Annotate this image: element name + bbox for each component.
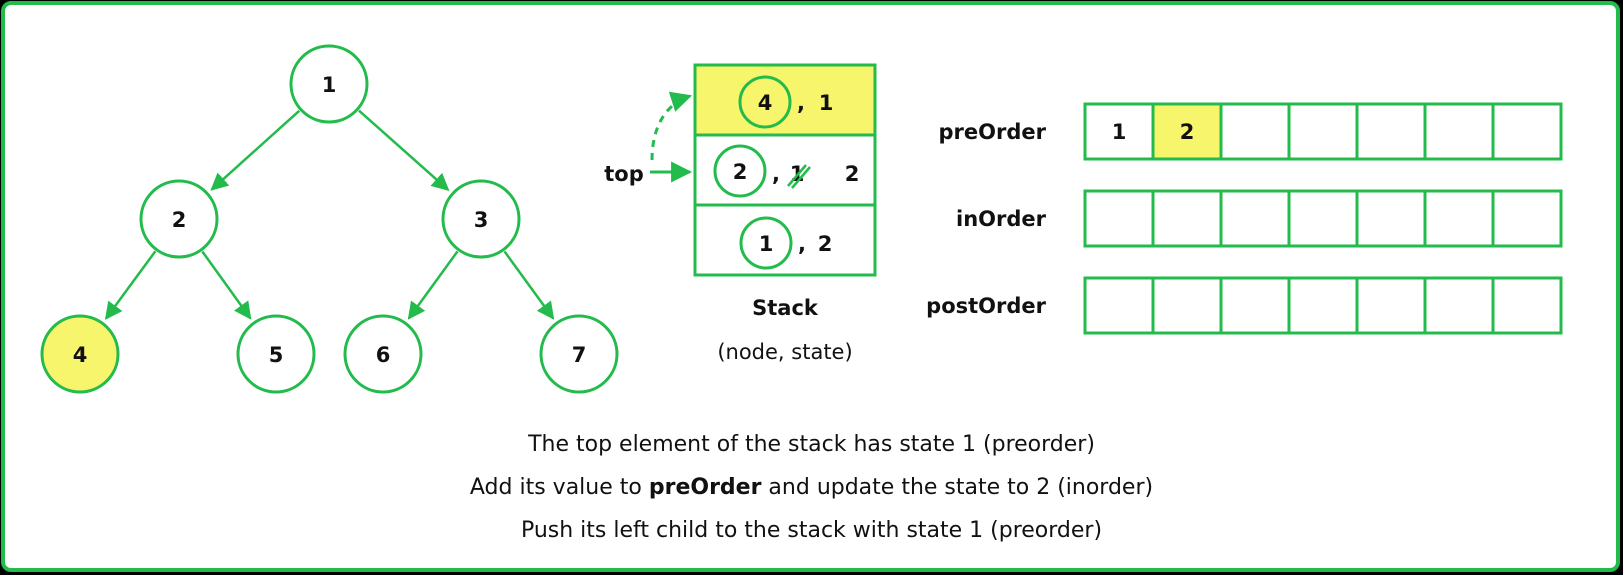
postOrder-cell-2 — [1219, 276, 1291, 335]
tree-node-4: 4 — [40, 314, 120, 394]
inOrder-cell-2 — [1219, 189, 1291, 248]
postOrder-cell-4 — [1355, 276, 1427, 335]
postOrder-row: postOrder — [926, 276, 1563, 335]
preOrder-label: preOrder — [939, 120, 1047, 144]
stack-entry-2-separator: , — [798, 232, 806, 256]
stack-entry-1 — [693, 133, 877, 207]
inOrder-label: inOrder — [956, 207, 1047, 231]
tree-node-circle — [289, 44, 369, 124]
tree-node-label: 1 — [322, 73, 337, 97]
tree-node-3: 3 — [441, 179, 521, 259]
stack-title: Stack — [752, 296, 819, 320]
tree-node-circle — [539, 314, 619, 394]
tree-node-label: 7 — [572, 343, 587, 367]
postOrder-cell-5 — [1423, 276, 1495, 335]
caption-line-2-bold: preOrder — [648, 475, 762, 500]
preOrder-cell-value: 1 — [1112, 120, 1127, 144]
push-arrow-icon — [650, 91, 692, 161]
tree-edge — [503, 250, 555, 320]
stack-entry-1-state: 2 — [845, 162, 860, 186]
tree-edge — [201, 250, 252, 320]
preOrder-cell-0 — [1083, 102, 1155, 161]
stack-entry-2-node-circle — [739, 216, 793, 270]
preOrder-cell-5 — [1423, 102, 1495, 161]
stack-entry-0-state: 1 — [819, 91, 834, 115]
stack-entry-0-separator: , — [797, 91, 805, 115]
tree-nodes: 1 2 3 4 5 6 7 — [40, 44, 619, 394]
tree-node-label: 2 — [172, 208, 187, 232]
preOrder-cell-1 — [1151, 102, 1223, 161]
tree-edge — [407, 250, 459, 320]
stack: 4 , 1 2 , 1 2 1 , 2 top Stack (node, sta… — [604, 63, 877, 364]
postOrder-cell-6 — [1491, 276, 1563, 335]
stack-entry-2-node: 1 — [759, 232, 774, 256]
inOrder-cell-0 — [1083, 189, 1155, 248]
tree-edge — [104, 250, 157, 320]
preOrder-cell-3 — [1287, 102, 1359, 161]
inOrder-cell-6 — [1491, 189, 1563, 248]
tree-node-circle — [441, 179, 521, 259]
stack-top-label: top — [604, 162, 644, 186]
inOrder-cell-1 — [1151, 189, 1223, 248]
inOrder-row: inOrder — [956, 189, 1563, 248]
tree-node-label: 5 — [269, 343, 284, 367]
tree-node-label: 6 — [376, 343, 391, 367]
postOrder-cell-1 — [1151, 276, 1223, 335]
stack-entry-1-separator: , — [772, 162, 780, 186]
tree-node-circle — [40, 314, 120, 394]
stack-entry-1-node-circle — [713, 144, 767, 198]
tree-edges — [104, 109, 555, 320]
tree-node-label: 4 — [73, 343, 88, 367]
stack-entry-0 — [693, 63, 877, 137]
inOrder-cell-3 — [1287, 189, 1359, 248]
preOrder-cell-6 — [1491, 102, 1563, 161]
traversal-arrays: preOrder 1 2 inOrder postOrder — [926, 102, 1563, 335]
tree-node-6: 6 — [343, 314, 423, 394]
preOrder-row: preOrder 1 2 — [939, 102, 1563, 161]
inOrder-cell-5 — [1423, 189, 1495, 248]
caption-line-2-after: and update the state to 2 (inorder) — [761, 475, 1154, 500]
caption: The top element of the stack has state 1… — [0, 423, 1623, 552]
tree-node-circle — [139, 179, 219, 259]
postOrder-label: postOrder — [926, 294, 1046, 318]
tree-node-7: 7 — [539, 314, 619, 394]
postOrder-cell-0 — [1083, 276, 1155, 335]
stack-subtitle: (node, state) — [717, 340, 852, 364]
stack-entry-0-node: 4 — [758, 91, 773, 115]
stack-entry-2-state: 2 — [818, 232, 833, 256]
tree-node-1: 1 — [289, 44, 369, 124]
preOrder-cell-2 — [1219, 102, 1291, 161]
preOrder-cell-value: 2 — [1180, 120, 1195, 144]
postOrder-cell-3 — [1287, 276, 1359, 335]
caption-line-2-before: Add its value to — [469, 475, 649, 500]
tree-node-label: 3 — [474, 208, 489, 232]
tree-node-circle — [236, 314, 316, 394]
strike-mark-icon — [787, 164, 811, 189]
tree-node-circle — [343, 314, 423, 394]
tree-node-2: 2 — [139, 179, 219, 259]
preOrder-cell-4 — [1355, 102, 1427, 161]
caption-line-3: Push its left child to the stack with st… — [520, 518, 1103, 543]
inOrder-cell-4 — [1355, 189, 1427, 248]
tree-node-5: 5 — [236, 314, 316, 394]
tree-edge — [358, 109, 450, 191]
tree-edge — [210, 109, 301, 191]
stack-entry-1-node: 2 — [733, 160, 748, 184]
caption-line-2: Add its value to preOrder and update the… — [0, 466, 1623, 509]
caption-line-1: The top element of the stack has state 1… — [528, 432, 1095, 457]
stack-entry-2 — [693, 203, 877, 277]
stack-entry-0-node-circle — [738, 75, 792, 129]
